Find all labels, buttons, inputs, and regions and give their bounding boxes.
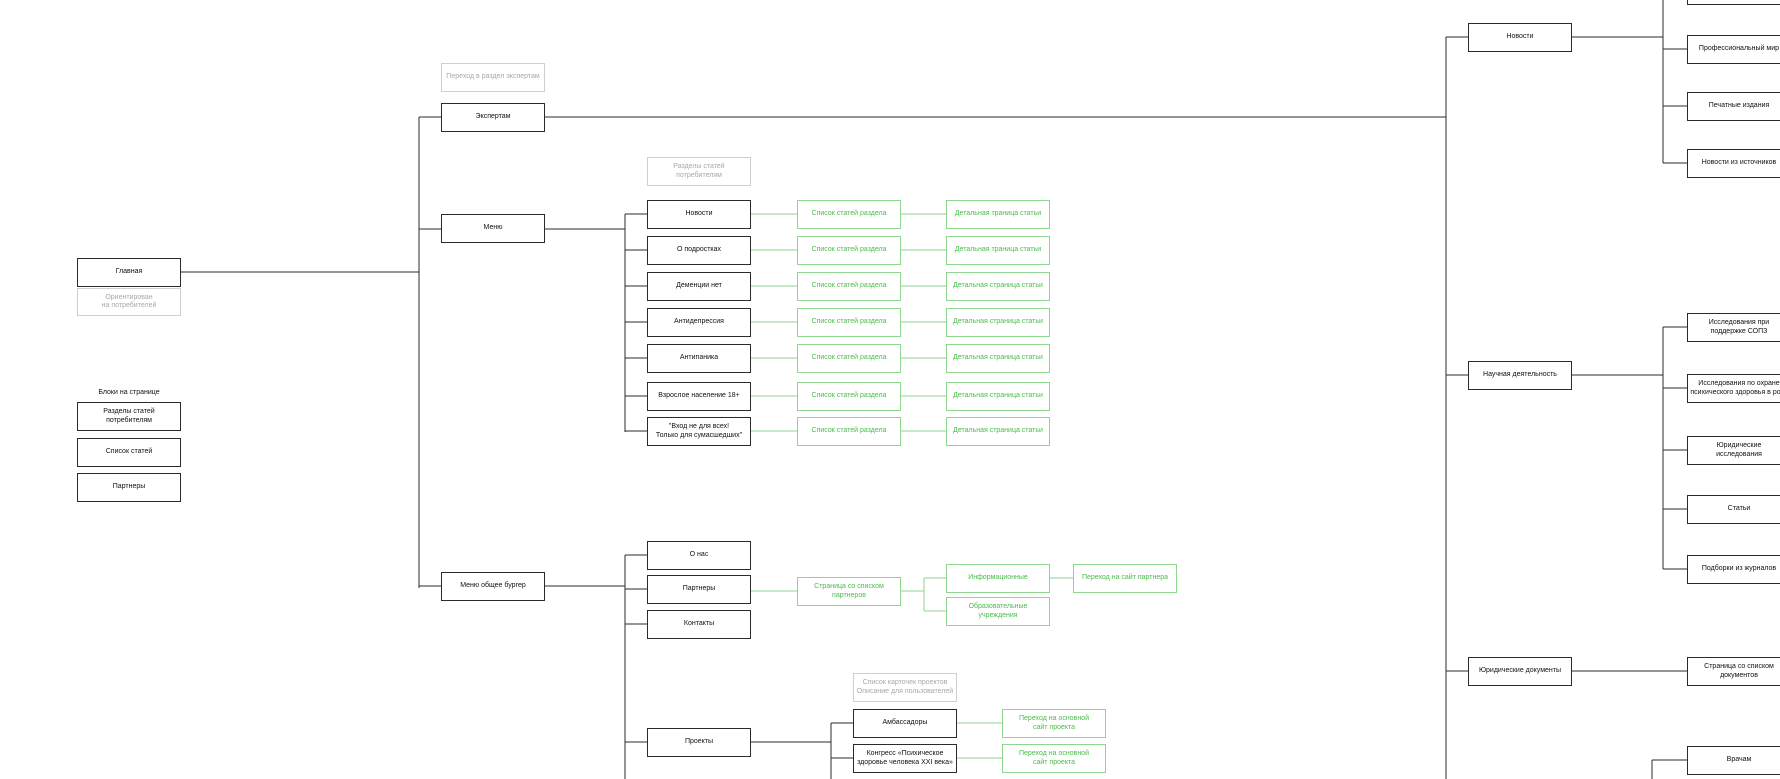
experts-note: Переход в раздел экспертам bbox=[441, 63, 545, 92]
section-antidepression-detail[interactable]: Детальная страница статьи bbox=[946, 308, 1050, 337]
section-news-detail[interactable]: Детальная траница статьи bbox=[946, 200, 1050, 229]
right-doctors[interactable]: Врачам bbox=[1687, 746, 1780, 775]
menu-note: Разделы статей потребителям bbox=[647, 157, 751, 186]
section-antipanic[interactable]: Антипаника bbox=[647, 344, 751, 373]
project-congress-link[interactable]: Переход на основной сайт проекта bbox=[1002, 744, 1106, 773]
block-consumer-sections: Разделы статей потребителям bbox=[77, 402, 181, 431]
projects-node[interactable]: Проекты bbox=[647, 728, 751, 757]
section-not-for-all-detail[interactable]: Детальная страница статьи bbox=[946, 417, 1050, 446]
science-legal-research[interactable]: Юридические исследования bbox=[1687, 436, 1780, 465]
block-article-list: Список статей bbox=[77, 438, 181, 467]
section-adults-list[interactable]: Список статей раздела bbox=[797, 382, 901, 411]
section-dementia-detail[interactable]: Детальная страница статьи bbox=[946, 272, 1050, 301]
science-journal-digests[interactable]: Подборки из журналов bbox=[1687, 555, 1780, 584]
right-news[interactable]: Новости bbox=[1468, 23, 1572, 52]
right-legal-docs[interactable]: Юридические документы bbox=[1468, 657, 1572, 686]
right-news-sources[interactable]: Новости из источников bbox=[1687, 149, 1780, 178]
section-dementia[interactable]: Деменции нет bbox=[647, 272, 751, 301]
blocks-title: Блоки на странице bbox=[98, 389, 160, 396]
experts-node[interactable]: Экспертам bbox=[441, 103, 545, 132]
science-mental-health-research[interactable]: Исследования по охране психического здор… bbox=[1687, 374, 1780, 403]
section-news-list[interactable]: Список статей раздела bbox=[797, 200, 901, 229]
section-news[interactable]: Новости bbox=[647, 200, 751, 229]
legal-docs-list-page[interactable]: Страница со списком документов bbox=[1687, 657, 1780, 686]
burger-menu-node[interactable]: Меню общее бургер bbox=[441, 572, 545, 601]
partner-site-link[interactable]: Переход на сайт партнера bbox=[1073, 564, 1177, 593]
section-not-for-all-list[interactable]: Список статей раздела bbox=[797, 417, 901, 446]
partners-educational[interactable]: Образовательные учреждения bbox=[946, 597, 1050, 626]
section-teens[interactable]: О подростках bbox=[647, 236, 751, 265]
section-adults[interactable]: Взрослое население 18+ bbox=[647, 382, 751, 411]
section-antipanic-list[interactable]: Список статей раздела bbox=[797, 344, 901, 373]
block-partners: Партнеры bbox=[77, 473, 181, 502]
section-adults-detail[interactable]: Детальная страница статьи bbox=[946, 382, 1050, 411]
home-note: Ориентирован на потребителей bbox=[77, 288, 181, 316]
section-teens-list[interactable]: Список статей раздела bbox=[797, 236, 901, 265]
project-congress[interactable]: Конгресс «Психическое здоровье человека … bbox=[853, 744, 957, 773]
project-ambassadors[interactable]: Амбассадоры bbox=[853, 709, 957, 738]
projects-note: Список карточек проектов Описание для по… bbox=[853, 673, 957, 702]
right-news-top-stub bbox=[1687, 0, 1780, 5]
section-antidepression-list[interactable]: Список статей раздела bbox=[797, 308, 901, 337]
burger-partners[interactable]: Партнеры bbox=[647, 575, 751, 604]
burger-about[interactable]: О нас bbox=[647, 541, 751, 570]
menu-node[interactable]: Меню bbox=[441, 214, 545, 243]
burger-contacts[interactable]: Контакты bbox=[647, 610, 751, 639]
section-not-for-all[interactable]: "Вход не для всех! Только для сумасшедши… bbox=[647, 417, 751, 446]
right-news-professional[interactable]: Профессиональный мир bbox=[1687, 35, 1780, 64]
partners-list-page[interactable]: Страница со списком партнеров bbox=[797, 577, 901, 606]
home-node[interactable]: Главная bbox=[77, 258, 181, 287]
section-antipanic-detail[interactable]: Детальная страница статьи bbox=[946, 344, 1050, 373]
section-antidepression[interactable]: Антидепрессия bbox=[647, 308, 751, 337]
project-ambassadors-link[interactable]: Переход на основной сайт проекта bbox=[1002, 709, 1106, 738]
science-sopz-research[interactable]: Исследования при поддержке СОПЗ bbox=[1687, 313, 1780, 342]
right-news-print[interactable]: Печатные издания bbox=[1687, 92, 1780, 121]
section-teens-detail[interactable]: Детальная траница статьи bbox=[946, 236, 1050, 265]
section-dementia-list[interactable]: Список статей раздела bbox=[797, 272, 901, 301]
right-science[interactable]: Научная деятельность bbox=[1468, 361, 1572, 390]
science-articles[interactable]: Статьи bbox=[1687, 495, 1780, 524]
partners-informational[interactable]: Информационные bbox=[946, 564, 1050, 593]
